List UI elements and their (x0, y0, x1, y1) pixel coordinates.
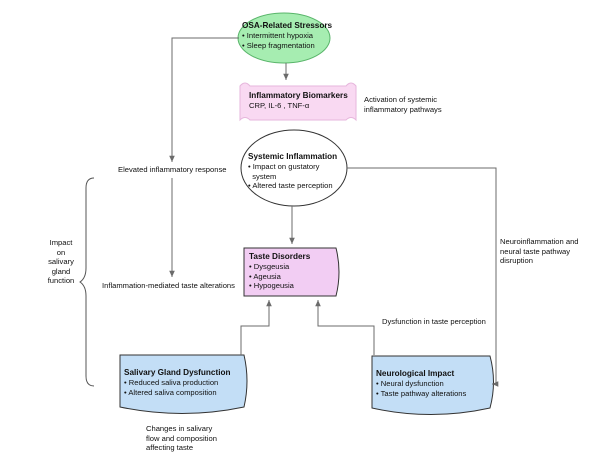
osa-item-hypoxia: • Intermittent hypoxia (242, 31, 314, 40)
salivary-gland-shape (119, 354, 248, 414)
dysfunction-perception-label: Dysfunction in taste perception (382, 317, 486, 326)
taste-title: Taste Disorders (249, 252, 311, 261)
impact-line-1: Impact (49, 238, 73, 247)
elevated-label: Elevated inflammatory response (118, 165, 227, 175)
biomarkers-node: Inflammatory Biomarkers CRP, IL-6 , TNF-… (249, 91, 353, 111)
salivary-gland-node: Salivary Gland Dysfunction • Reduced sal… (124, 368, 246, 397)
systemic-item-system: system (248, 171, 277, 181)
salivary-item-production: • Reduced saliva production (124, 378, 219, 387)
taste-item-hypogeusia: • Hypogeusia (249, 281, 294, 290)
systemic-item-gustatory: • Impact on gustatory (248, 162, 320, 171)
biomarkers-tape-shape (239, 82, 357, 122)
edge-osa-to-elevated (169, 37, 239, 162)
impact-salivary-label: Impact on salivary gland function (38, 238, 84, 286)
neuroinflammation-line-1: Neuroinflammation and (500, 237, 579, 246)
neuroinflammation-label: Neuroinflammation and neural taste pathw… (500, 237, 579, 266)
taste-item-ageusia: • Ageusia (249, 271, 281, 281)
neurological-impact-node: Neurological Impact • Neural dysfunction… (376, 369, 492, 398)
changes-line-3: affecting taste (146, 443, 194, 453)
impact-line-5: function (47, 276, 75, 286)
neuro-item-pathway: • Taste pathway alterations (376, 388, 467, 398)
osa-stressors-node: OSA-Related Stressors • Intermittent hyp… (242, 21, 332, 50)
systemic-title: Systemic Inflammation (248, 152, 338, 161)
systemic-item-taste: • Altered taste perception (248, 181, 333, 190)
taste-disorders-shape (243, 247, 340, 297)
activation-label: Activation of systemic inflammatory path… (364, 95, 442, 114)
edge-systemic-to-neuro (347, 167, 499, 387)
osa-item-sleep: • Sleep fragmentation (242, 40, 315, 50)
changes-line-2: flow and composition (146, 433, 217, 443)
inflammation-mediated-label: Inflammation-mediated taste alterations (102, 281, 235, 290)
neuro-item-dysfunction: • Neural dysfunction (376, 379, 444, 388)
edge-neuro-to-taste (315, 300, 375, 355)
neurological-impact-shape (371, 355, 494, 415)
changes-salivary-label: Changes in salivary flow and composition… (146, 424, 217, 453)
neuroinflammation-line-2: neural taste pathway (500, 246, 571, 256)
biomarkers-title: Inflammatory Biomarkers (249, 91, 348, 100)
neuro-title: Neurological Impact (376, 369, 455, 378)
systemic-inflammation-node: Systemic Inflammation • Impact on gustat… (248, 152, 348, 191)
impact-line-2: on (56, 247, 66, 257)
impact-brace (79, 177, 95, 387)
salivary-item-composition: • Altered saliva composition (124, 387, 217, 397)
activation-line-1: Activation of systemic (364, 95, 438, 104)
impact-line-4: gland (51, 266, 71, 276)
taste-disorders-node: Taste Disorders • Dysgeusia • Ageusia • … (249, 252, 339, 291)
biomarkers-subtitle: CRP, IL-6 , TNF-α (249, 101, 310, 110)
activation-line-2: inflammatory pathways (364, 104, 442, 114)
impact-line-3: salivary (48, 257, 74, 267)
taste-item-dysgeusia: • Dysgeusia (249, 262, 290, 271)
neuroinflammation-line-3: disruption (500, 256, 533, 266)
changes-line-1: Changes in salivary (146, 424, 213, 433)
edge-salivary-to-taste (240, 300, 272, 355)
osa-stressors-title: OSA-Related Stressors (242, 21, 333, 30)
salivary-title: Salivary Gland Dysfunction (124, 368, 231, 377)
